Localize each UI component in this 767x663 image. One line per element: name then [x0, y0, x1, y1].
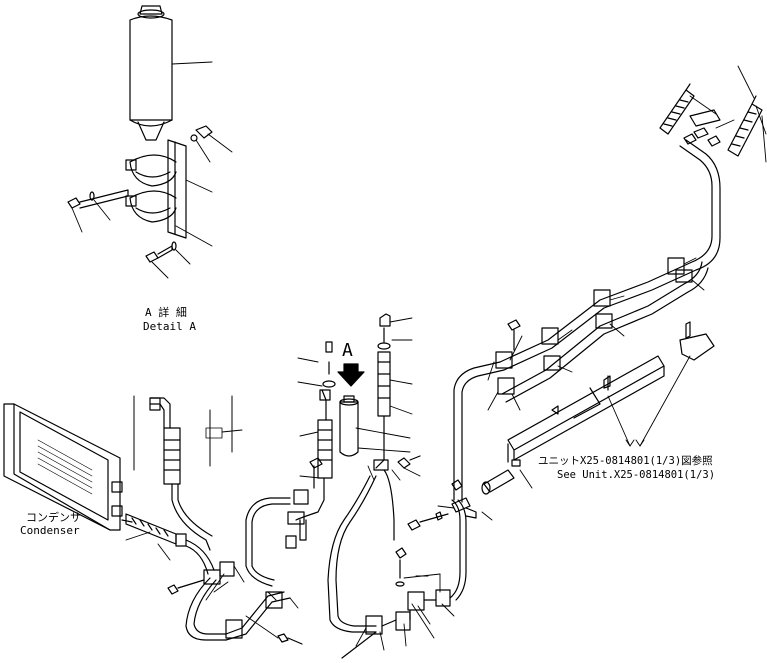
detail-a-label-jp: A 詳 細 [145, 305, 187, 319]
detail-a-label-en: Detail A [143, 320, 196, 333]
condenser-label-en: Condenser [20, 524, 80, 537]
lower-loop-hose [167, 561, 303, 645]
unit-reference-en: See Unit.X25-0814801(1/3) [557, 469, 715, 481]
receiver-drier-small [339, 395, 411, 457]
condenser-outlet-hose [121, 513, 215, 575]
unit-reference-jp: ユニットX25-0814801(1/3)図参照 [538, 454, 713, 467]
condenser [3, 403, 123, 531]
drier-hoses-right [327, 313, 421, 633]
main-refrigerant-pipe [453, 139, 721, 503]
receiver-drier-detail [67, 5, 233, 279]
view-a-arrow [337, 363, 365, 387]
condenser-inlet-hose [133, 395, 243, 551]
center-muffler [407, 469, 515, 531]
top-right-hoses [659, 65, 767, 163]
condenser-label-jp: コンデンサ [26, 510, 81, 524]
lower-pipe-assembly [341, 499, 467, 659]
support-rail [507, 321, 715, 489]
view-a-letter: A [342, 340, 353, 361]
central-hose-assembly [245, 341, 336, 587]
